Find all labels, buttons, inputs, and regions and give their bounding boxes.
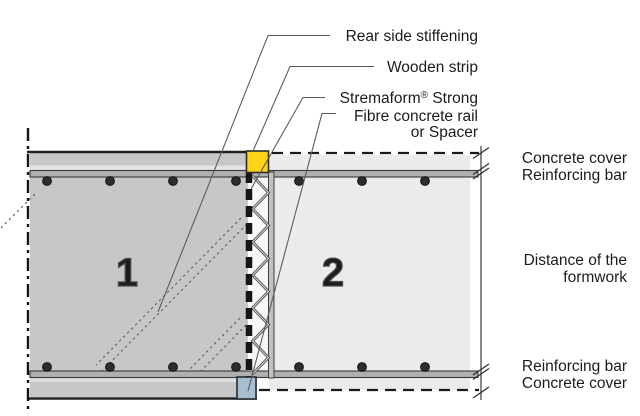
tick-mark bbox=[472, 367, 490, 381]
cover-gap-bottom bbox=[30, 378, 248, 382]
vertical-rail bbox=[268, 171, 275, 379]
callout-stremaform-strong: Stremaform® Strong bbox=[340, 90, 478, 107]
rebar-dot bbox=[168, 362, 178, 372]
leader-fibre-rail bbox=[247, 112, 336, 392]
brace-line bbox=[0, 193, 36, 230]
section-number-2: 2 bbox=[322, 251, 344, 295]
rebar-dot bbox=[420, 176, 430, 186]
leader-wooden-strip bbox=[252, 65, 374, 152]
rebar-dot bbox=[105, 362, 115, 372]
rebar-dots-top bbox=[42, 176, 430, 186]
rear-side-stiffening-braces bbox=[0, 193, 248, 374]
leader-stremaform bbox=[250, 96, 325, 190]
brace-line bbox=[186, 317, 241, 373]
rebar-dot bbox=[231, 362, 241, 372]
rebar-dot bbox=[168, 176, 178, 186]
label-distance-line1: Distance of the bbox=[524, 252, 627, 269]
rebar-dot bbox=[420, 362, 430, 372]
cover-gap-top bbox=[30, 165, 248, 170]
callout-rear-side-stiffening: Rear side stiffening bbox=[346, 28, 478, 45]
rebar-dot bbox=[357, 176, 367, 186]
tick-mark bbox=[472, 167, 490, 180]
tick-mark bbox=[472, 162, 490, 176]
tick-mark bbox=[472, 363, 490, 376]
rebar-dots-bottom bbox=[42, 362, 430, 372]
label-reinforcing-bar-bottom: Reinforcing bar bbox=[522, 358, 627, 375]
rebar-dot bbox=[294, 362, 304, 372]
wooden-strip-block bbox=[245, 150, 270, 174]
formwork-truss-zone bbox=[251, 172, 269, 378]
rebar-dot bbox=[42, 362, 52, 372]
fibre-rail-spacer-block bbox=[236, 376, 257, 400]
rebar-dot bbox=[42, 176, 52, 186]
registered-trademark-symbol: ® bbox=[421, 90, 429, 101]
label-distance-line2: formwork bbox=[563, 269, 627, 286]
leader-lines bbox=[157, 34, 374, 392]
leader-rear-side-stiffening bbox=[157, 34, 330, 313]
rebar-dot bbox=[294, 176, 304, 186]
lattice-truss-highlight bbox=[251, 175, 270, 375]
bottom-cover-band bbox=[30, 378, 257, 399]
brace-line bbox=[101, 223, 248, 372]
rebar-dot bbox=[357, 362, 367, 372]
callout-fibre-rail-line1: Fibre concrete rail bbox=[354, 108, 478, 125]
section-number-1: 1 bbox=[116, 251, 138, 295]
rebar-dot bbox=[105, 176, 115, 186]
callout-fibre-rail-line2: or Spacer bbox=[411, 124, 478, 141]
dimension-line-group bbox=[472, 146, 490, 400]
tick-mark bbox=[472, 386, 490, 399]
label-concrete-cover-bottom: Concrete cover bbox=[522, 375, 627, 392]
concrete-element-1 bbox=[30, 152, 248, 399]
label-concrete-cover-top: Concrete cover bbox=[522, 150, 627, 167]
callout-wooden-strip: Wooden strip bbox=[387, 59, 478, 76]
callout-stremaform-rest: Strong bbox=[428, 90, 478, 107]
label-reinforcing-bar-top: Reinforcing bar bbox=[522, 167, 627, 184]
concrete-element-2 bbox=[269, 155, 470, 390]
rebar-dot bbox=[231, 176, 241, 186]
callout-stremaform-name: Stremaform bbox=[340, 90, 421, 107]
tick-mark bbox=[472, 146, 490, 160]
brace-line bbox=[95, 217, 242, 366]
